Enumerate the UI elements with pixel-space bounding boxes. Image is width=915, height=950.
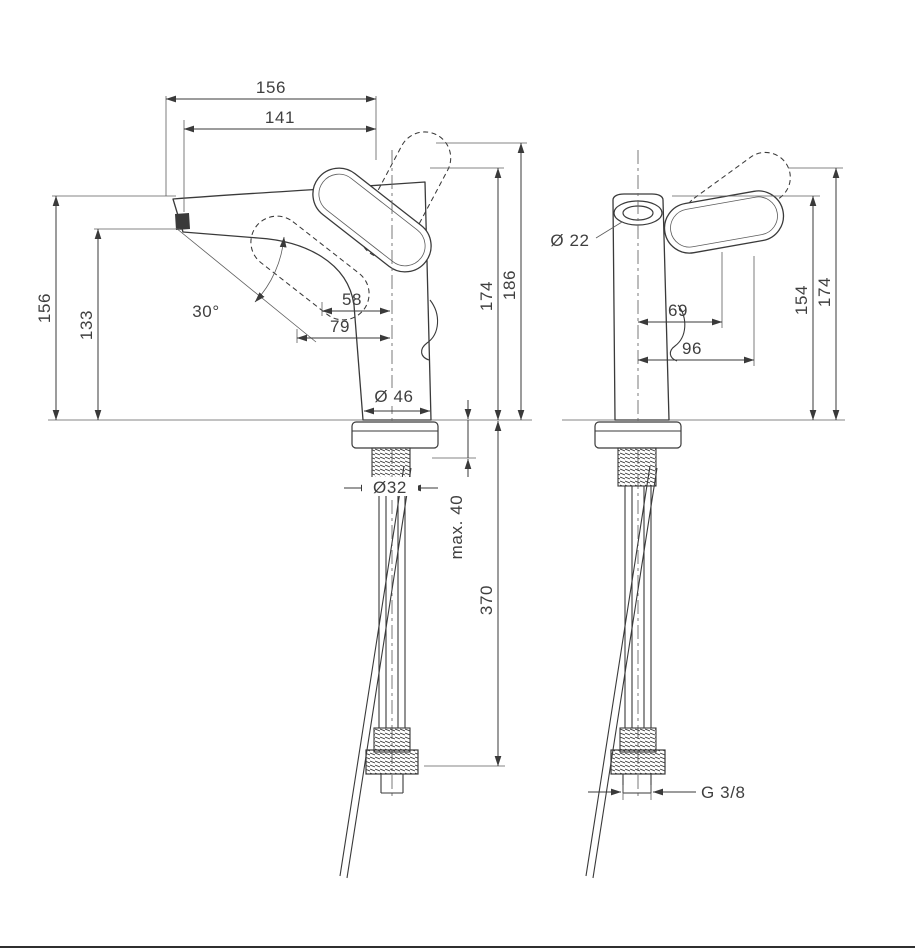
handle-solid-front xyxy=(312,167,432,273)
dim-side-height-154: 154 xyxy=(792,195,817,421)
dim-label-height-154: 154 xyxy=(792,285,811,315)
dim-front-offset-58: 58 xyxy=(321,290,391,315)
dim-front-base-diameter: Ø 46 xyxy=(363,387,431,415)
dim-label-max-40: max. 40 xyxy=(447,495,466,560)
dim-label-dia-22: Ø 22 xyxy=(550,231,589,250)
supply-pipes-side xyxy=(624,486,652,728)
dim-front-height-133: 133 xyxy=(77,228,102,421)
dim-label-width-156: 156 xyxy=(256,78,286,97)
dim-label-height-174-side: 174 xyxy=(815,277,834,307)
dim-label-height-186: 186 xyxy=(500,270,519,300)
dim-label-offset-58: 58 xyxy=(342,290,362,309)
dim-front-offset-79: 79 xyxy=(296,317,391,342)
dim-front-height-156: 156 xyxy=(35,195,60,421)
front-dimensions: 156 141 156 133 30° 58 79 xyxy=(35,78,527,767)
dim-label-dia-32: Ø32 xyxy=(373,478,407,497)
dim-label-offset-79: 79 xyxy=(330,317,350,336)
handle-inner-contour-side xyxy=(670,196,778,248)
dim-front-height-174: 174 xyxy=(477,167,502,421)
dim-label-height-174-front: 174 xyxy=(477,281,496,311)
dim-label-angle-30: 30° xyxy=(192,302,220,321)
dim-front-mount-thickness: max. 40 xyxy=(447,400,472,560)
base-flange-front xyxy=(351,421,439,449)
handle-dashed-low xyxy=(250,215,370,321)
dim-side-offset-96: 96 xyxy=(637,339,755,364)
lower-thread-side xyxy=(619,727,657,753)
dim-label-dia-46: Ø 46 xyxy=(374,387,413,406)
threaded-shank-side xyxy=(617,447,657,487)
dim-side-height-174: 174 xyxy=(815,167,840,421)
dim-label-width-141: 141 xyxy=(265,108,295,127)
dim-label-offset-96: 96 xyxy=(682,339,702,358)
dim-label-offset-69: 69 xyxy=(668,301,688,320)
dim-front-height-186: 186 xyxy=(500,142,525,421)
spout-aerator-front xyxy=(175,213,190,230)
supply-pipes-front xyxy=(378,486,406,728)
dim-label-370: 370 xyxy=(477,585,496,615)
lower-thread-front xyxy=(373,727,411,753)
dim-label-height-133: 133 xyxy=(77,310,96,340)
thread-tail-side xyxy=(622,774,652,794)
side-view xyxy=(562,150,845,879)
dim-front-width-156: 156 xyxy=(165,78,377,103)
flex-hose-front xyxy=(339,465,412,879)
base-flange-side xyxy=(594,421,682,449)
handle-inner-contour-front xyxy=(318,173,426,267)
mounting-nut-side xyxy=(610,749,666,775)
dim-side-thread: G 3/8 xyxy=(588,783,746,802)
dim-side-offset-69: 69 xyxy=(637,301,723,326)
flex-hose-side xyxy=(585,465,658,879)
dim-side-spout-diameter: Ø 22 xyxy=(550,221,623,250)
pull-rod-front xyxy=(421,299,439,361)
swivel-angle-indicator xyxy=(175,227,317,343)
dim-front-shank-diameter: Ø32 xyxy=(344,477,438,497)
dim-label-g38: G 3/8 xyxy=(701,783,746,802)
handle-dashed-high xyxy=(358,131,452,259)
handle-solid-side xyxy=(663,190,785,254)
dim-front-width-141: 141 xyxy=(183,108,377,133)
side-dimensions: Ø 22 69 96 154 174 G 3/8 xyxy=(550,167,843,802)
mounting-nut-front xyxy=(365,749,419,775)
thread-tail-front xyxy=(380,774,404,794)
dim-front-hose-length: 370 xyxy=(477,420,502,767)
faucet-body-side xyxy=(612,193,670,421)
front-view xyxy=(48,131,532,879)
dim-label-height-156: 156 xyxy=(35,293,54,323)
